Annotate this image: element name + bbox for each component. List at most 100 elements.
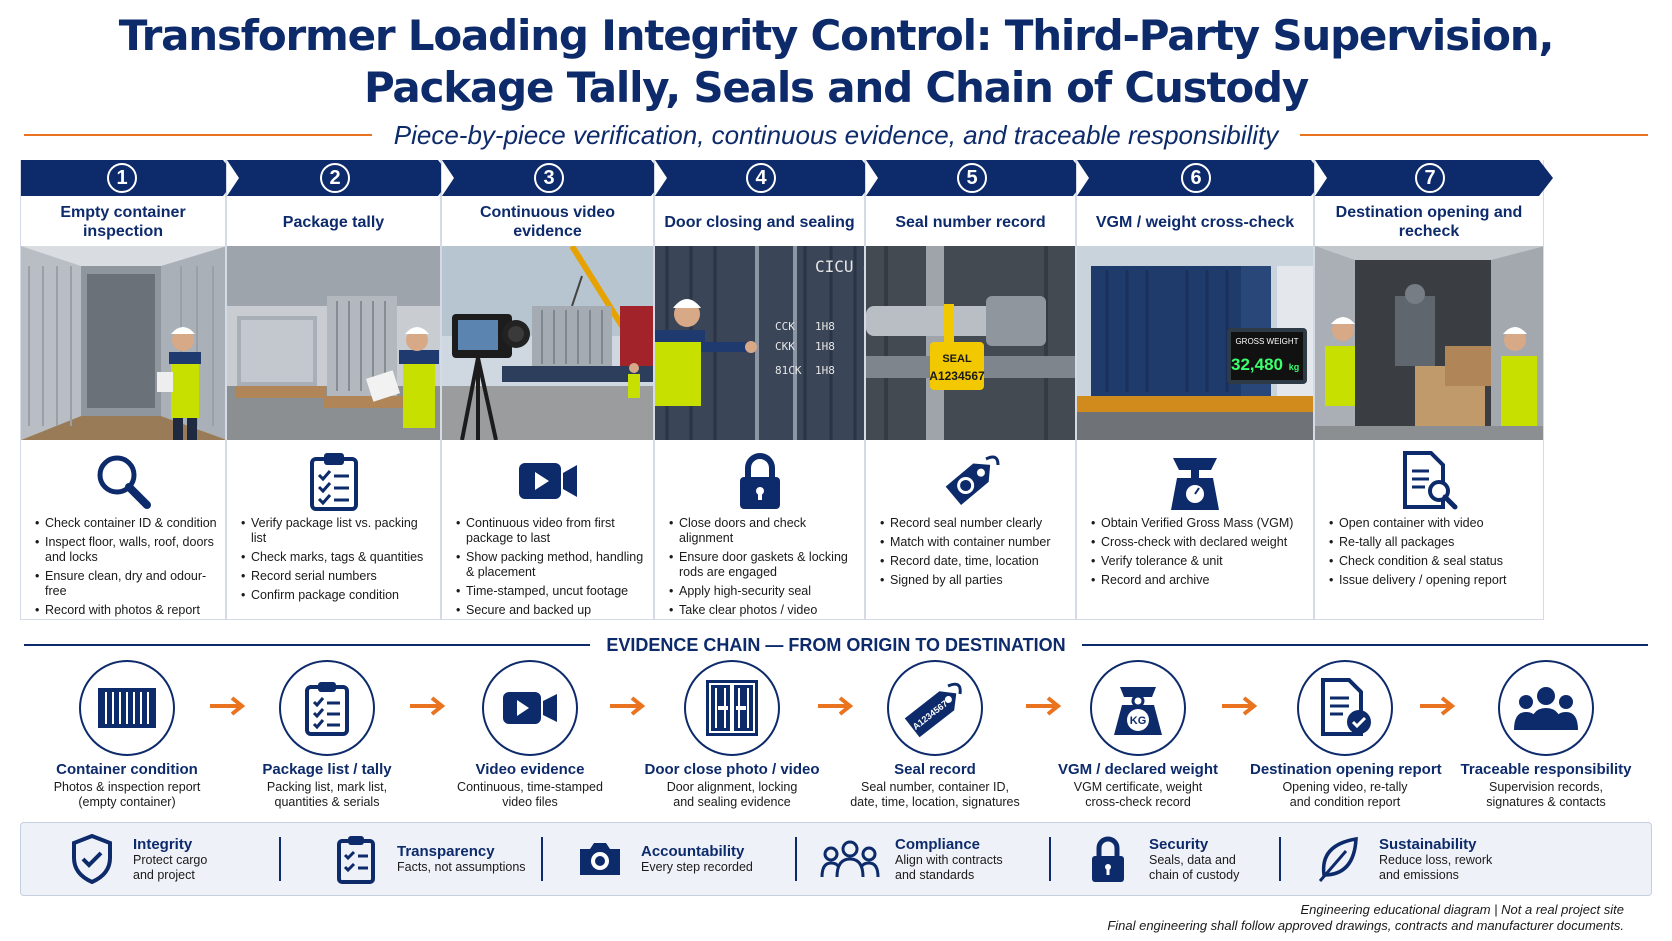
list-item: Record serial numbers: [241, 569, 434, 584]
report-check-icon: [1297, 660, 1393, 756]
chain-item-desc: video files: [502, 795, 558, 809]
step-number: 4: [746, 163, 776, 193]
chain-item-label: Container condition: [56, 761, 198, 778]
chain-item-seal-record: A1234567 Seal record Seal number, contai…: [840, 660, 1030, 810]
step-bullet-list: Open container with video Re-tally all p…: [1329, 516, 1537, 592]
value-title: Transparency: [397, 843, 495, 860]
arrow-right-icon: [1420, 696, 1456, 716]
list-item: Obtain Verified Gross Mass (VGM): [1091, 516, 1307, 531]
value-desc: and emissions: [1379, 867, 1459, 882]
step-bullet-list: Verify package list vs. packing list Che…: [241, 516, 434, 607]
magnifier-icon: [21, 448, 225, 514]
value-title: Compliance: [895, 835, 981, 853]
divider: [1279, 837, 1281, 881]
step-number: 2: [320, 163, 350, 193]
chain-item-desc: signatures & contacts: [1486, 795, 1606, 809]
value-accountability: Accountability Every step recorded: [573, 823, 753, 895]
step-title: Seal number record: [895, 213, 1046, 231]
list-item: Apply high-security seal: [669, 584, 858, 599]
list-item: Record seal number clearly: [880, 516, 1069, 531]
chain-item-desc: and sealing evidence: [673, 795, 791, 809]
list-item: Check marks, tags & quantities: [241, 550, 434, 565]
step-7: 7 Destination opening and recheck Open c…: [1314, 160, 1553, 620]
chain-item-desc: Opening video, re-tally: [1282, 780, 1408, 794]
step-bullet-list: Check container ID & condition Inspect f…: [35, 516, 219, 622]
kg-weight-icon: KG: [1090, 660, 1186, 756]
list-item: Check condition & seal status: [1329, 554, 1537, 569]
evidence-chain-title: EVIDENCE CHAIN — FROM ORIGIN TO DESTINAT…: [606, 634, 1066, 655]
subtitle-row: Piece-by-piece verification, continuous …: [24, 118, 1648, 152]
chain-item-desc: and condition report: [1289, 795, 1401, 809]
clipboard-icon: [279, 660, 375, 756]
list-item: Record with photos & report: [35, 603, 219, 618]
divider: [1049, 837, 1051, 881]
step-3: 3 Continuous video evidence: [441, 160, 665, 622]
svg-text:CCK: CCK: [775, 320, 795, 333]
svg-text:1H8: 1H8: [815, 364, 835, 377]
value-security: Security Seals, data and chain of custod…: [1081, 823, 1239, 895]
process-steps: 1 Empty container inspection: [20, 160, 1652, 620]
step-title: Package tally: [282, 213, 385, 231]
step-number: 3: [534, 163, 564, 193]
value-desc: chain of custody: [1149, 867, 1240, 882]
step-header: 2: [227, 160, 452, 196]
chain-item-desc: Supervision records,: [1489, 780, 1603, 794]
value-desc: Every step recorded: [641, 860, 753, 874]
step-title: Door closing and sealing: [664, 213, 855, 231]
step-6: 6 VGM / weight cross-check GROSS WEIGHT …: [1076, 160, 1325, 620]
chain-item-desc: date, time, location, signatures: [850, 795, 1020, 809]
checklist-icon: [227, 448, 440, 514]
svg-text:1H8: 1H8: [815, 340, 835, 353]
footer-line-1: Engineering educational diagram | Not a …: [1300, 902, 1624, 917]
step-number: 7: [1415, 163, 1445, 193]
chain-item-label: Traceable responsibility: [1460, 761, 1632, 778]
chain-item-container-condition: Container condition Photos & inspection …: [32, 660, 222, 810]
padlock-icon: [655, 448, 864, 514]
list-item: Check container ID & condition: [35, 516, 219, 531]
people-icon: [1498, 660, 1594, 756]
page-title: Transformer Loading Integrity Control: T…: [0, 10, 1672, 114]
step-header: 4: [655, 160, 876, 196]
video-evidence-photo: [442, 246, 653, 440]
value-transparency: Transparency Facts, not assumptions: [329, 823, 526, 895]
chain-item-desc: Photos & inspection report: [53, 780, 201, 794]
list-item: Close doors and check alignment: [669, 516, 858, 546]
chain-item-desc: cross-check record: [1085, 795, 1191, 809]
container-id-text: CICU 4561: [815, 257, 864, 276]
step-bullet-list: Obtain Verified Gross Mass (VGM) Cross-c…: [1091, 516, 1307, 592]
arrow-right-icon: [1222, 696, 1258, 716]
document-search-icon: [1315, 448, 1543, 514]
chain-item-desc: Continuous, time-stamped: [457, 780, 603, 794]
lock-icon: [1081, 832, 1135, 886]
step-title: Continuous video evidence: [479, 204, 616, 240]
chain-item-door-close: Door close photo / video Door alignment,…: [637, 660, 827, 810]
chain-item-desc: VGM certificate, weight: [1073, 780, 1203, 794]
step-header: 5: [866, 160, 1087, 196]
step-header: 6: [1077, 160, 1325, 196]
list-item: Record and archive: [1091, 573, 1307, 588]
leaf-icon: [1311, 832, 1365, 886]
package-tally-photo: [227, 246, 440, 440]
value-desc: Align with contracts: [895, 852, 1003, 867]
footer-note: Engineering educational diagram | Not a …: [1107, 902, 1624, 934]
seal-tag-icon: [866, 448, 1075, 514]
list-item: Ensure door gaskets & locking rods are e…: [669, 550, 858, 580]
divider: [541, 837, 543, 881]
step-bullet-list: Continuous video from first package to l…: [456, 516, 647, 622]
list-item: Ensure clean, dry and odour-free: [35, 569, 219, 599]
group-icon: [819, 832, 881, 886]
clipboard-check-icon: [329, 832, 383, 886]
page-subtitle: Piece-by-piece verification, continuous …: [393, 119, 1279, 150]
value-desc: Seals, data and: [1149, 852, 1236, 867]
seal-number-text: A1234567: [929, 369, 985, 383]
list-item: Cross-check with declared weight: [1091, 535, 1307, 550]
list-item: Verify tolerance & unit: [1091, 554, 1307, 569]
arrow-right-icon: [610, 696, 646, 716]
divider: [279, 837, 281, 881]
divider: [1081, 644, 1649, 646]
chain-item-package-list: Package list / tally Packing list, mark …: [232, 660, 422, 810]
video-icon: [482, 660, 578, 756]
chain-item-desc: Packing list, mark list,: [266, 780, 388, 794]
list-item: Open container with video: [1329, 516, 1537, 531]
